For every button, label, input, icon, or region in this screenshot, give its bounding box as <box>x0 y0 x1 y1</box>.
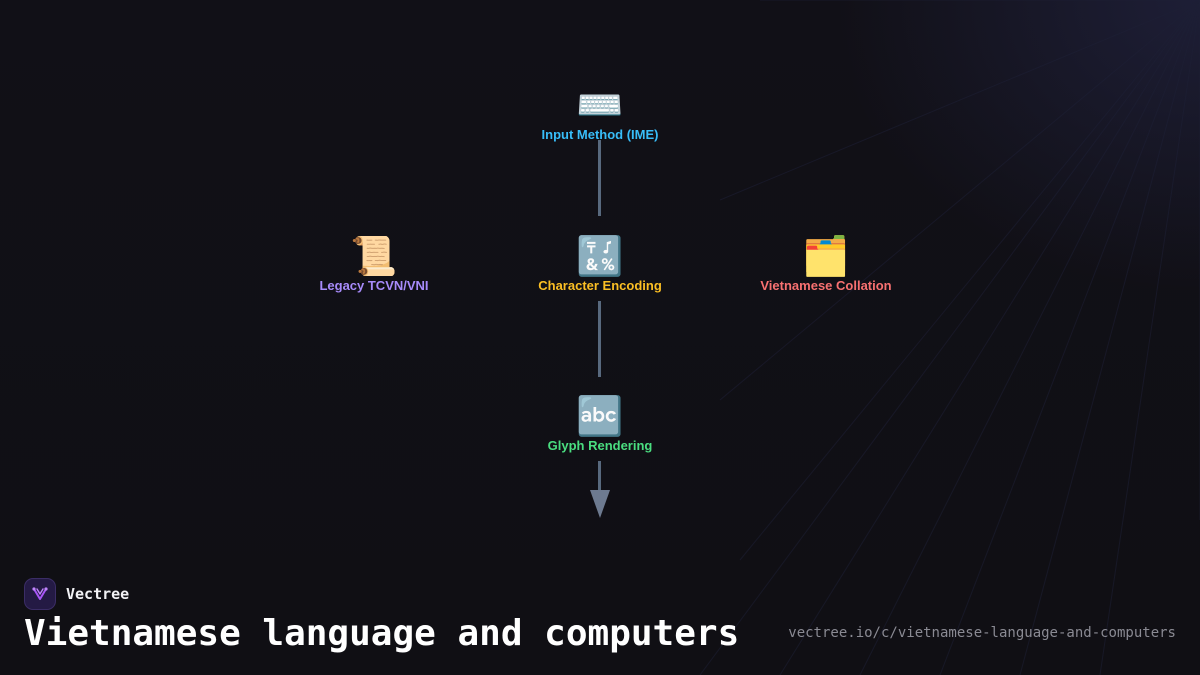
edge-encoding-to-glyph <box>598 301 601 377</box>
edge-ime-to-encoding <box>598 140 601 216</box>
node-input-method: ⌨️ Input Method (IME) <box>480 83 720 142</box>
keyboard-icon: ⌨️ <box>576 83 624 127</box>
node-label: Character Encoding <box>538 278 662 293</box>
node-glyph-rendering: 🔤 Glyph Rendering <box>480 394 720 453</box>
vectree-logo-icon <box>24 578 56 610</box>
node-label: Input Method (IME) <box>541 127 659 142</box>
node-label: Vietnamese Collation <box>760 278 892 293</box>
node-legacy-encodings: 📜 Legacy TCVN/VNI <box>254 234 494 293</box>
card-index-dividers-icon: 🗂️ <box>802 234 850 278</box>
node-label: Glyph Rendering <box>547 438 653 453</box>
symbols-icon: 🔣 <box>576 234 624 278</box>
source-url[interactable]: vectree.io/c/vietnamese-language-and-com… <box>788 625 1176 641</box>
brand-name: Vectree <box>66 585 130 603</box>
edge-glyph-to-output <box>598 461 601 493</box>
node-character-encoding: 🔣 Character Encoding <box>480 234 720 293</box>
brand[interactable]: Vectree <box>24 577 129 611</box>
output-arrowhead <box>590 490 610 518</box>
page-title: Vietnamese language and computers <box>24 613 740 654</box>
abc-icon: 🔤 <box>576 394 624 438</box>
node-label: Legacy TCVN/VNI <box>319 278 429 293</box>
node-vietnamese-collation: 🗂️ Vietnamese Collation <box>706 234 946 293</box>
scroll-icon: 📜 <box>350 234 398 278</box>
